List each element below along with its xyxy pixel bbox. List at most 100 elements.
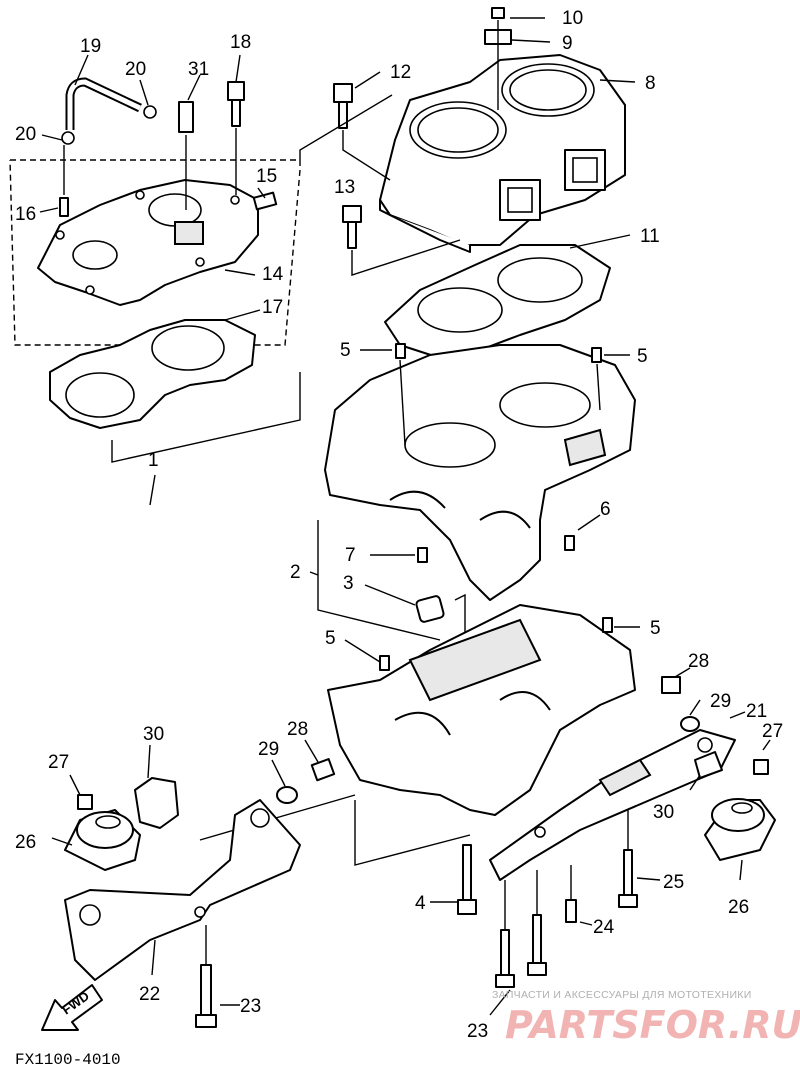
bolt-27-right — [753, 759, 769, 775]
dowel-5-upper-left — [395, 343, 406, 359]
temperature-sender — [178, 101, 194, 133]
callout-14: 14 — [262, 264, 284, 285]
watermark: ЗАПЧАСТИ И АКСЕССУАРЫ ДЛЯ МОТОТЕХНИКИ PA… — [492, 989, 800, 1047]
gasket-bore-left — [65, 372, 135, 418]
block-base-flange — [379, 199, 471, 253]
callout-24: 24 — [593, 917, 615, 938]
cylinder-bore-rear-inner — [509, 69, 587, 111]
callout-15: 15 — [256, 166, 277, 187]
engine-damper-left — [64, 809, 141, 871]
bolt-13-cap — [342, 205, 362, 223]
mount-web — [598, 758, 652, 797]
callout-5-lower-right: 5 — [650, 618, 661, 639]
callout-26-right: 26 — [728, 897, 749, 918]
bolt-23-right-a-head — [495, 974, 515, 988]
bolt-12-shank — [338, 101, 348, 129]
spacer-30-left — [134, 777, 179, 829]
callout-29-right: 29 — [710, 691, 731, 712]
callout-16: 16 — [15, 204, 36, 225]
crankcase-bore-rear — [499, 382, 591, 428]
callout-10: 10 — [562, 8, 583, 29]
callout-3: 3 — [343, 573, 354, 594]
mount-to-case-line — [199, 794, 356, 841]
cylinder-head-cover — [37, 179, 259, 306]
bolt-23-left-shank — [200, 964, 212, 1018]
cover-bolt-hole — [85, 285, 95, 295]
callout-8: 8 — [645, 73, 656, 94]
callout-30-right: 30 — [653, 802, 674, 823]
callout-6: 6 — [600, 499, 611, 520]
lower-crankcase-web — [408, 618, 542, 702]
group-bracket — [111, 372, 301, 463]
mount-hole — [534, 826, 546, 838]
callout-29-left: 29 — [258, 739, 279, 760]
head-bolt-18-cap — [227, 81, 245, 101]
callout-9: 9 — [562, 33, 573, 54]
hose-clamp — [61, 131, 75, 145]
crankcase-bottom-bracket — [354, 800, 471, 866]
callout-17: 17 — [262, 297, 283, 318]
mount-hole — [194, 906, 206, 918]
bolt-13-shank — [347, 221, 357, 249]
bolt-10-assembly — [484, 7, 512, 110]
washer-29-left — [276, 786, 298, 804]
mount-hole — [79, 904, 101, 926]
cover-bolt-hole — [55, 230, 65, 240]
callout-2: 2 — [290, 562, 301, 583]
callout-11: 11 — [640, 226, 660, 247]
block-bolts — [299, 83, 461, 276]
callout-5-upper-right: 5 — [637, 346, 648, 367]
gasket-bore-right — [151, 325, 225, 371]
damper-top — [731, 802, 753, 814]
leader-5-line — [399, 359, 406, 446]
head-to-block-line — [299, 94, 393, 160]
mount-hole — [697, 737, 713, 753]
cylinder-head-group — [9, 77, 301, 506]
water-hose-inner — [67, 79, 142, 130]
callout-12: 12 — [390, 62, 411, 83]
bolt-25-head — [618, 894, 638, 908]
bolt-23-right-a-shank — [500, 929, 510, 976]
forward-arrow-icon: FWD — [41, 984, 103, 1031]
callout-23-right: 23 — [467, 1021, 488, 1042]
engine-damper-right — [704, 798, 776, 861]
callout-27-right: 27 — [762, 721, 783, 742]
upper-crankcase — [324, 344, 636, 601]
cover-opening-left — [72, 240, 118, 270]
cover-bolt-hole — [135, 190, 145, 200]
base-gasket-bore-rear — [497, 257, 583, 303]
callout-22: 22 — [139, 984, 160, 1005]
callout-5-lower-left: 5 — [325, 628, 336, 649]
lower-bearing-saddle — [499, 691, 551, 711]
dowel-5-lower-left — [379, 655, 390, 671]
watermark-tagline: ЗАПЧАСТИ И АКСЕССУАРЫ ДЛЯ МОТОТЕХНИКИ — [492, 989, 752, 1001]
exhaust-port-front-opening — [507, 187, 533, 213]
callout-27-left: 27 — [48, 752, 69, 773]
head-group-dashed-frame — [9, 159, 301, 346]
cover-bolt-hole — [230, 195, 240, 205]
callout-19: 19 — [80, 36, 101, 57]
dowel-pin-16 — [59, 197, 69, 217]
bolt-25-shank — [623, 849, 633, 896]
bolt-23-right-b-shank — [532, 914, 542, 964]
leader-2-bracket — [317, 550, 441, 641]
main-bearing-saddle — [389, 490, 446, 509]
watermark-brand: PARTSFOR.RU — [505, 1003, 800, 1047]
leader-5-line — [596, 363, 601, 411]
lower-crankcase — [327, 604, 636, 816]
bearing-3 — [415, 595, 445, 623]
bolt-28-left — [310, 758, 336, 782]
leader-12-line — [342, 130, 391, 181]
main-bearing-saddle — [479, 510, 531, 529]
callout-leaders — [39, 17, 771, 1016]
callout-28-left: 28 — [287, 719, 308, 740]
dowel-5-upper-right — [591, 347, 602, 363]
callout-28-right: 28 — [688, 651, 709, 672]
leader-13-line — [351, 239, 461, 276]
bolt-10 — [491, 7, 505, 19]
callout-7: 7 — [345, 545, 356, 566]
leader-1 — [149, 474, 156, 506]
mount-hole — [250, 808, 270, 828]
callout-23-left: 23 — [240, 996, 261, 1017]
